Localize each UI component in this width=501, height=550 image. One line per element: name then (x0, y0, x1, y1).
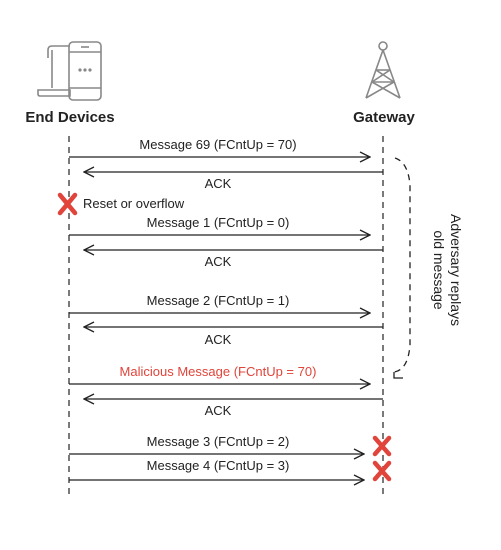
message-label-2: Message 2 (FCntUp = 1) (147, 293, 290, 308)
antenna-tower-icon (365, 41, 401, 99)
message-label-4: Message 4 (FCntUp = 3) (147, 458, 290, 473)
reset-x-icon (57, 192, 78, 216)
actor-end-devices: End Devices (25, 109, 114, 126)
replay-note-line2: old message (431, 230, 447, 310)
ack-label-1: ACK (205, 176, 232, 191)
reject-x-icon (372, 460, 392, 482)
message-label-1: Message 1 (FCntUp = 0) (147, 215, 290, 230)
ack-label-2: ACK (205, 254, 232, 269)
reject-x-icon (372, 435, 392, 457)
replay-path (393, 157, 411, 373)
reset-note: Reset or overflow (83, 196, 185, 211)
message-label-3: Message 3 (FCntUp = 2) (147, 434, 290, 449)
laptop-icon (37, 45, 71, 97)
phone-icon (68, 41, 102, 101)
replay-corner (393, 372, 403, 379)
actor-gateway: Gateway (353, 109, 415, 126)
message-label-69: Message 69 (FCntUp = 70) (139, 137, 296, 152)
ack-label-3: ACK (205, 332, 232, 347)
malicious-message-label: Malicious Message (FCntUp = 70) (120, 364, 317, 379)
replay-note-line1: Adversary replays (448, 214, 464, 326)
ack-label-4: ACK (205, 403, 232, 418)
